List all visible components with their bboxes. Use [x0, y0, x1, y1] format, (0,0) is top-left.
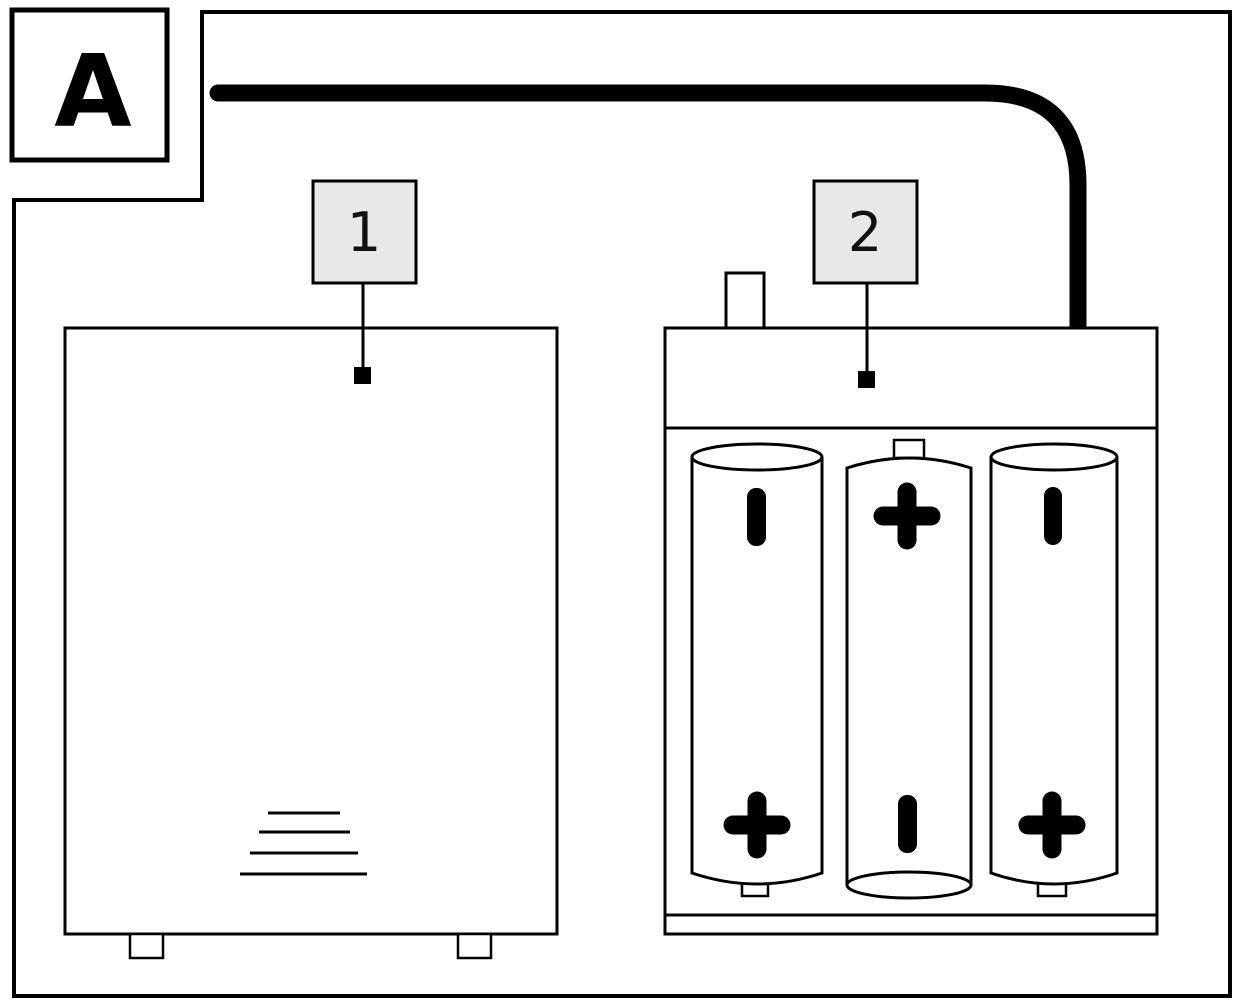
plus-sign-icon [873, 482, 941, 550]
battery-bottom-cap [845, 870, 973, 900]
callout-number: 2 [848, 201, 882, 264]
battery-compartment [663, 271, 1159, 936]
cover-foot-left [128, 932, 165, 960]
battery-cover [63, 326, 559, 960]
callout-1: 1 [311, 179, 418, 384]
callout-2: 2 [812, 179, 919, 388]
minus-sign-icon [747, 488, 766, 546]
callout-anchor-dot [354, 367, 371, 384]
battery-body [845, 456, 973, 885]
compartment-connector-tab [724, 271, 766, 330]
battery-top-cap [690, 442, 824, 472]
plus-sign-icon [723, 791, 791, 859]
minus-sign-icon [1044, 487, 1062, 545]
battery-body [690, 457, 824, 886]
panel-label-box: A [9, 7, 170, 163]
callout-number: 1 [347, 201, 381, 264]
callout-anchor-dot [858, 371, 875, 388]
connection-cable [209, 84, 1087, 339]
callout-box [812, 179, 919, 285]
outer-frame [12, 10, 1232, 998]
callout-box [311, 179, 418, 285]
battery-cell [989, 442, 1119, 898]
cover-foot-right [456, 932, 493, 960]
panel-label: A [54, 33, 131, 150]
battery-terminal-nub [892, 438, 926, 460]
battery-cell [845, 438, 973, 900]
minus-sign-icon [898, 795, 917, 853]
plus-sign-icon [1018, 791, 1086, 859]
battery-cell [690, 442, 824, 898]
battery-top-cap [989, 442, 1119, 472]
cover-grip-lines [240, 811, 367, 876]
battery-body [989, 457, 1119, 886]
